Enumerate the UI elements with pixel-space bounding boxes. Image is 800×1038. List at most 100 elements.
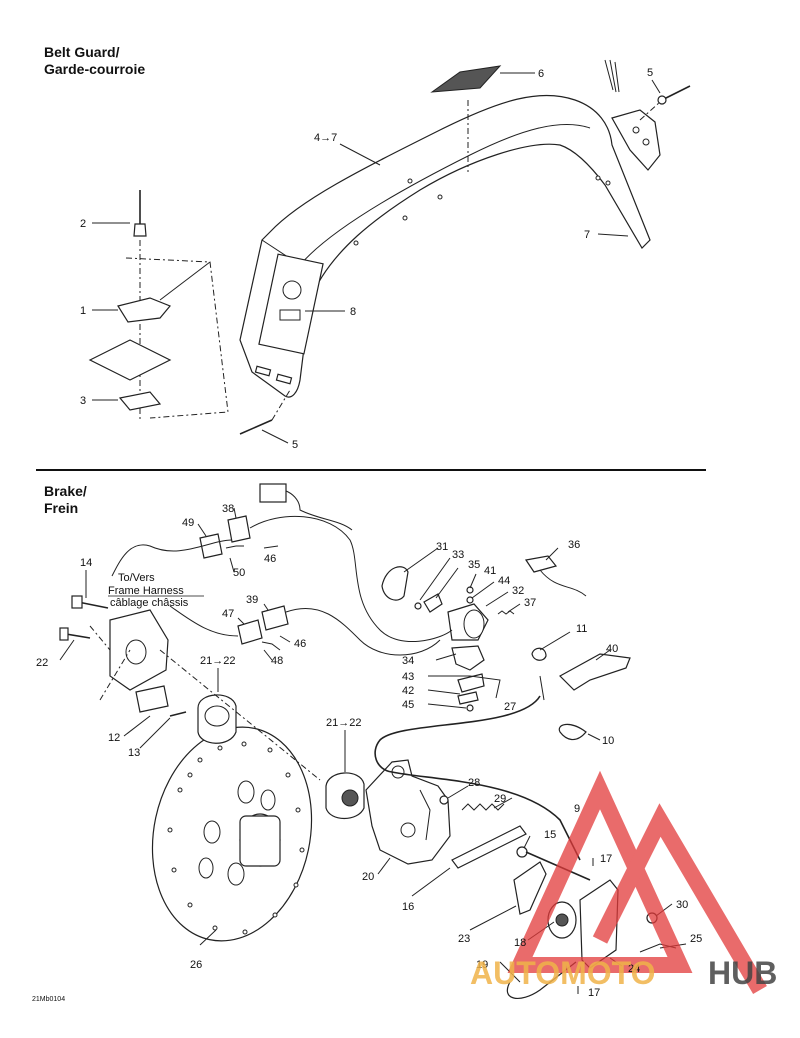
- callout-40: 40: [606, 643, 618, 655]
- brake-title-en: Brake/: [44, 483, 87, 499]
- watermark-text-b: HUB: [708, 955, 777, 991]
- brake-caliper: [365, 759, 451, 865]
- bolt-28: [439, 795, 449, 805]
- harness-note-line2: Frame Harness: [108, 585, 184, 597]
- rear-bracket: [611, 109, 661, 171]
- clip-11: [531, 647, 547, 661]
- callout-6: 6: [538, 68, 544, 80]
- callout-37: 37: [524, 597, 536, 609]
- callout-29: 29: [494, 793, 506, 805]
- harness-note: To/Vers Frame Harness câblage châssis: [108, 572, 204, 609]
- callout-42: 42: [402, 685, 414, 697]
- rivet-bottom: [239, 419, 273, 435]
- pad: [88, 339, 172, 381]
- callout-36: 36: [568, 539, 580, 551]
- callout-50: 50: [233, 567, 245, 579]
- callout-18: 18: [514, 937, 526, 949]
- switch-36: [524, 555, 558, 573]
- callout-26: 26: [190, 959, 202, 971]
- callout-46-b: 46: [294, 638, 306, 650]
- callout-27: 27: [504, 701, 516, 713]
- plate-35: [423, 593, 443, 613]
- callout-48: 48: [271, 655, 283, 667]
- callout-9: 9: [574, 803, 580, 815]
- callout-labels: 2 1 3 4→7 6 5 7 8 5 38 49 46 50 14 39 47…: [36, 67, 702, 999]
- belt-guard-assembly: [239, 59, 691, 398]
- callout-15: 15: [544, 829, 556, 841]
- belt-guard-title-en: Belt Guard/: [44, 44, 120, 60]
- screw-33: [414, 602, 422, 610]
- bolt-14: [77, 601, 109, 609]
- clip-10: [558, 723, 587, 741]
- harness-note-line3: câblage châssis: [110, 597, 189, 609]
- callout-21-22-a: 21→22: [200, 655, 235, 667]
- clip-42: [457, 691, 479, 705]
- callout-32: 32: [512, 585, 524, 597]
- brake-title: Brake/ Frein: [44, 483, 87, 517]
- washer-3: [118, 391, 162, 411]
- callout-7: 7: [584, 229, 590, 241]
- watermark-text-a: AUTOMOTO: [470, 955, 655, 991]
- spring-29: [461, 803, 505, 811]
- callout-22: 22: [36, 657, 48, 669]
- decal-panel: [258, 253, 324, 355]
- callout-4-7: 4→7: [314, 132, 337, 144]
- brake-lever-assembly: [439, 795, 591, 881]
- watermark-logo: [507, 770, 767, 995]
- callout-47: 47: [222, 608, 234, 620]
- callout-5-top: 5: [647, 67, 653, 79]
- footer-code: 21Mb0104: [32, 996, 66, 1003]
- connector-top: [259, 483, 287, 503]
- wiring-harness: [111, 483, 453, 656]
- bracket-34: [451, 645, 485, 671]
- decal-symbol: [282, 280, 302, 300]
- brake-pads: [197, 694, 365, 820]
- callout-14: 14: [80, 557, 92, 569]
- callout-10: 10: [602, 735, 614, 747]
- bracket-43: [457, 673, 485, 693]
- callout-33: 33: [452, 549, 464, 561]
- callout-31: 31: [436, 541, 448, 553]
- callout-11: 11: [576, 623, 587, 635]
- belt-guard-title-fr: Garde-courroie: [44, 61, 146, 77]
- decal-arrow: [279, 309, 301, 321]
- callout-17-b: 17: [588, 987, 600, 999]
- callout-12: 12: [108, 732, 120, 744]
- connector-47: [237, 619, 263, 645]
- callout-25: 25: [690, 933, 702, 945]
- handlebar-brake-lever: [381, 555, 631, 741]
- belt-guard-leaders: [92, 72, 661, 444]
- callout-34: 34: [402, 655, 414, 667]
- nut-15: [516, 846, 528, 858]
- bracket-23: [513, 861, 547, 915]
- belt-guard-title: Belt Guard/ Garde-courroie: [44, 44, 145, 78]
- belt-guard-mount-stack: [88, 190, 291, 435]
- connector-49: [199, 533, 223, 559]
- connector-39: [261, 605, 289, 631]
- brake-cable-9: [374, 695, 581, 861]
- callout-19: 19: [476, 959, 488, 971]
- callout-28: 28: [468, 777, 480, 789]
- callout-35: 35: [468, 559, 480, 571]
- rivet-top: [661, 85, 691, 101]
- callout-49: 49: [182, 517, 194, 529]
- brake-title-fr: Frein: [44, 500, 79, 516]
- callout-44: 44: [498, 575, 510, 587]
- callout-8: 8: [350, 306, 356, 318]
- harness-note-line1: To/Vers: [118, 572, 155, 584]
- callout-38: 38: [222, 503, 234, 515]
- screw-13: [169, 711, 187, 717]
- callout-17-a: 17: [600, 853, 612, 865]
- washer-44: [466, 596, 474, 604]
- lever-40: [559, 653, 631, 691]
- callout-20: 20: [362, 871, 374, 883]
- caliper-mount: [59, 595, 321, 781]
- callout-41: 41: [484, 565, 496, 577]
- brake-disc: [151, 726, 313, 942]
- plate-12: [135, 685, 169, 713]
- callout-5-bottom: 5: [292, 439, 298, 451]
- callout-45: 45: [402, 699, 414, 711]
- callout-1: 1: [80, 305, 86, 317]
- spring-37: [497, 610, 515, 615]
